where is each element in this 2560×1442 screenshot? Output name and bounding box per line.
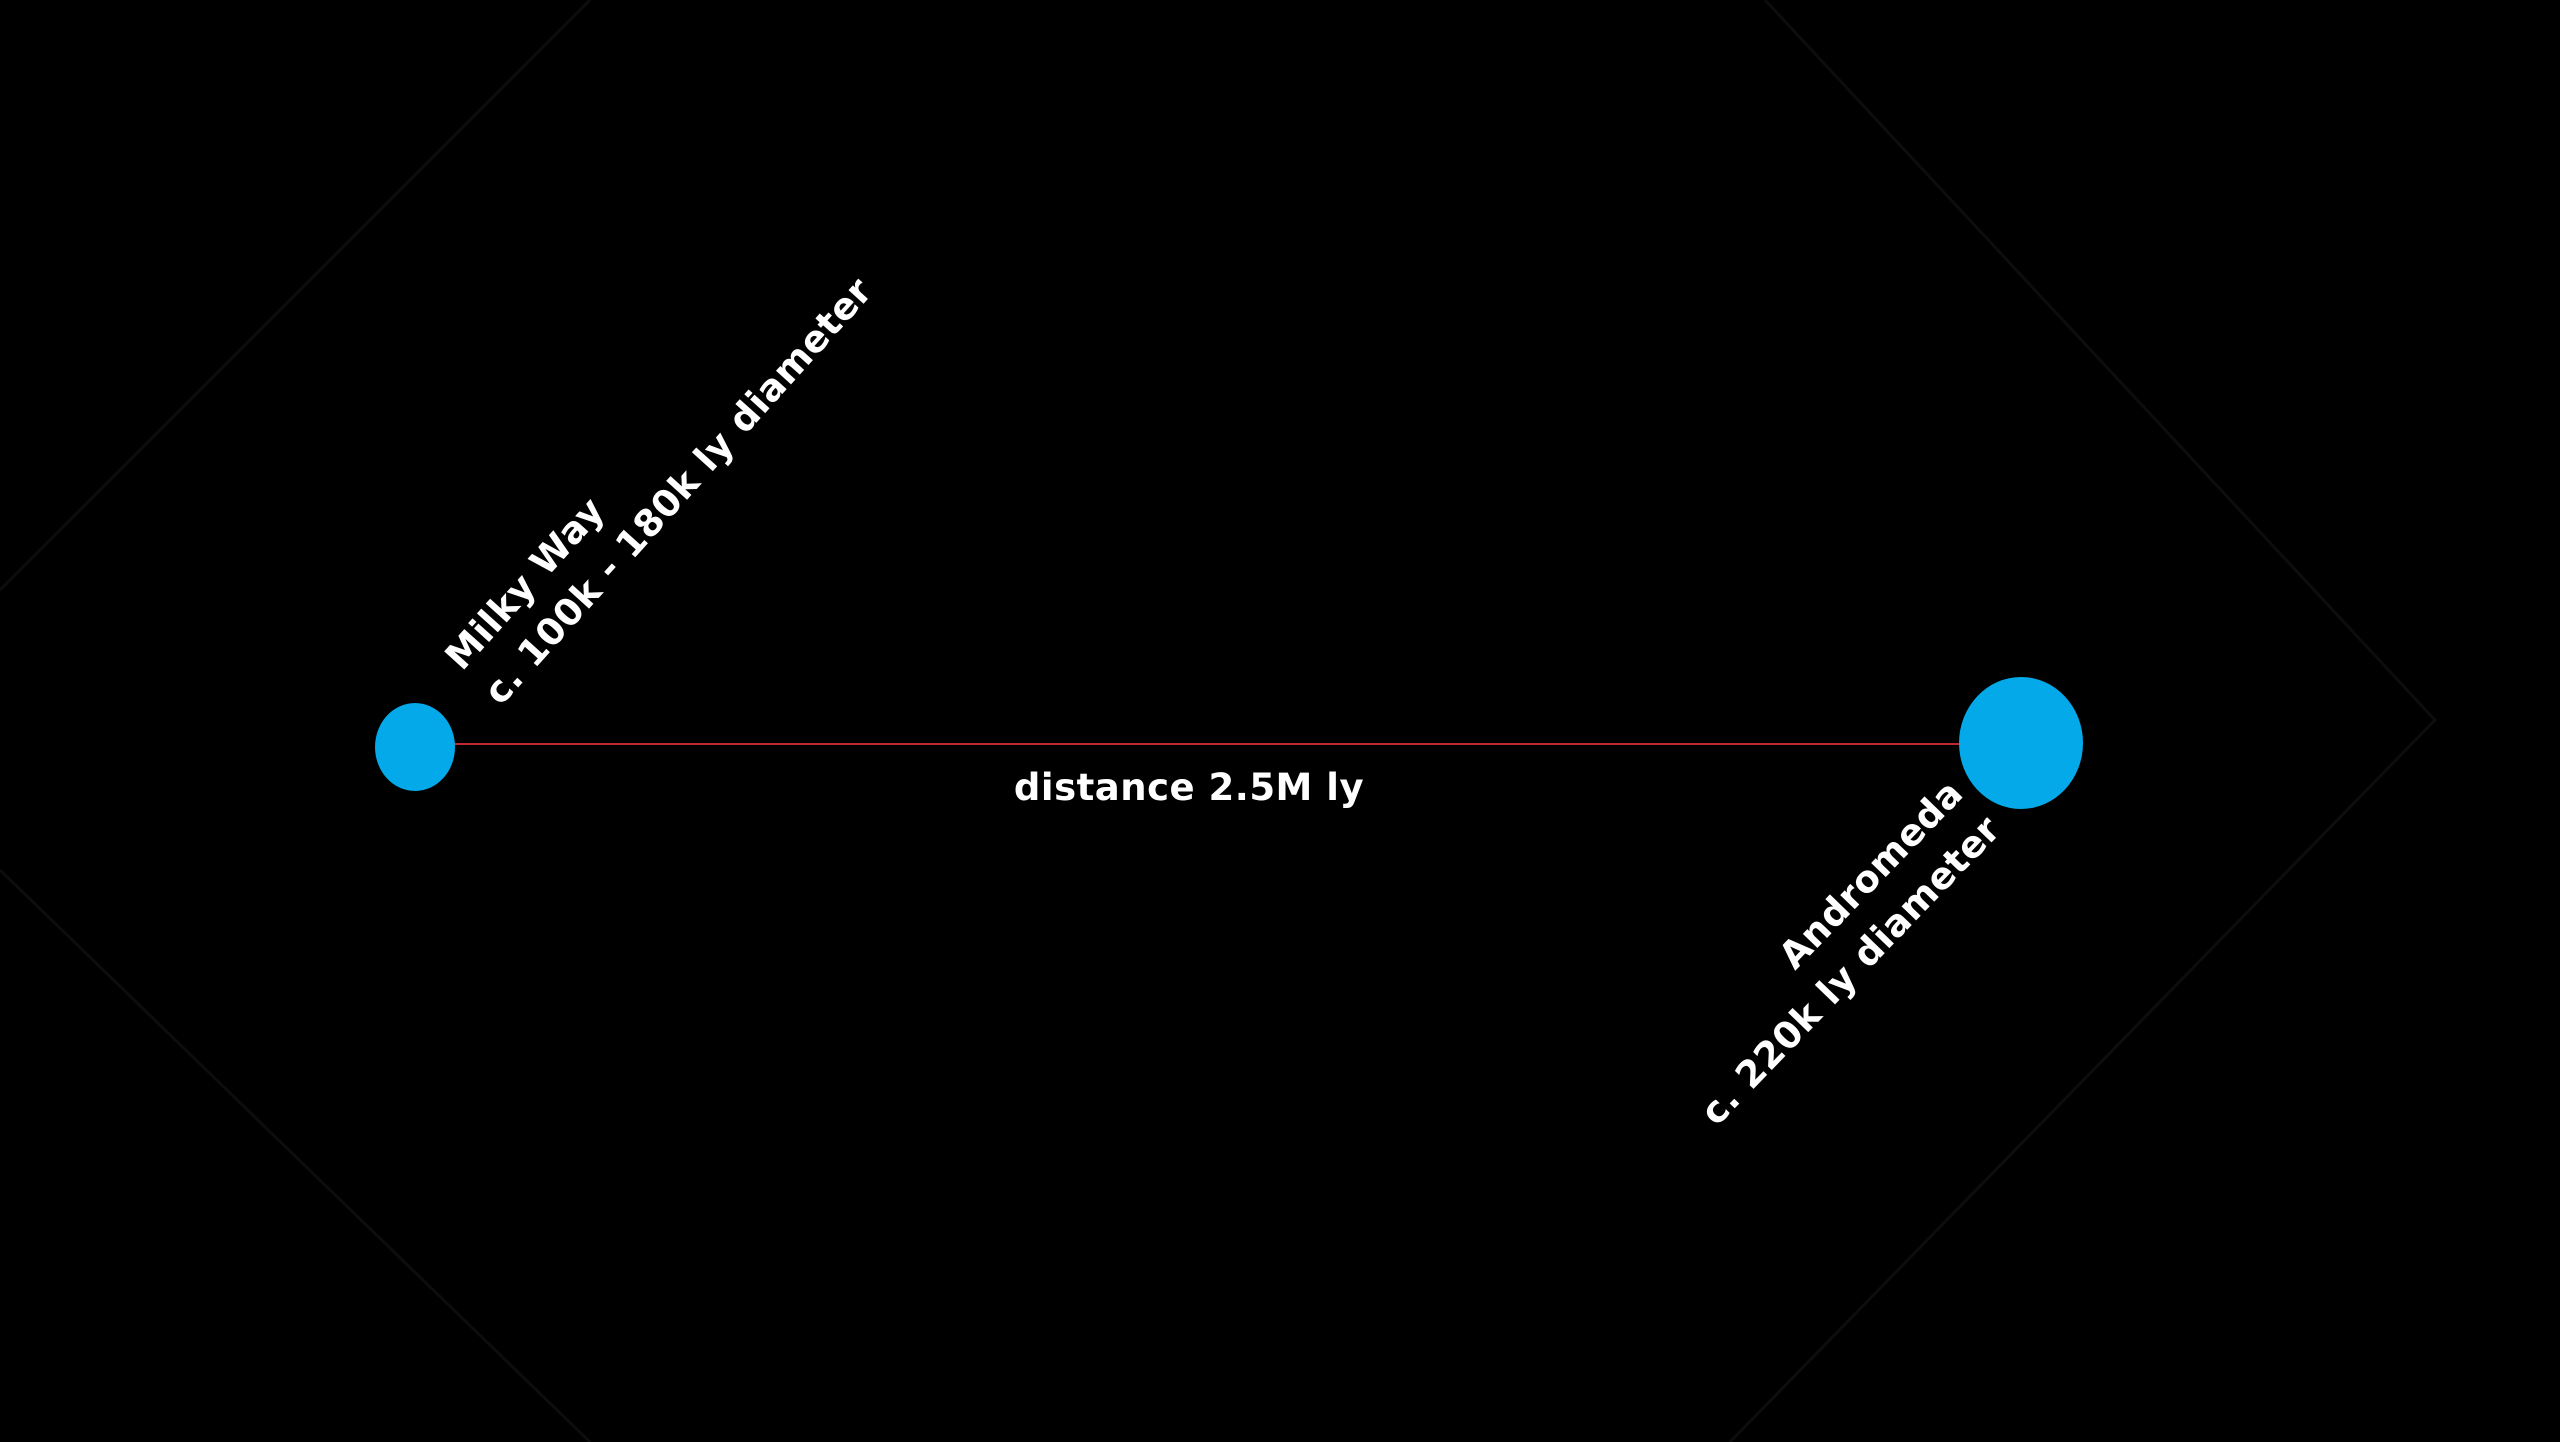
andromeda-diameter: c. 220k ly diameter <box>1692 807 2009 1133</box>
distance-label: distance 2.5M ly <box>1014 766 1364 809</box>
andromeda-circle <box>1959 677 2083 809</box>
faint-frame <box>0 0 2438 1442</box>
andromeda-label: Andromeda c. 220k ly diameter <box>1692 771 2009 1133</box>
milky-way-diameter: c. 100k - 180k ly diameter <box>475 269 881 713</box>
milky-way-label: Milky Way c. 100k - 180k ly diameter <box>437 269 881 713</box>
milky-way-circle <box>375 703 455 791</box>
